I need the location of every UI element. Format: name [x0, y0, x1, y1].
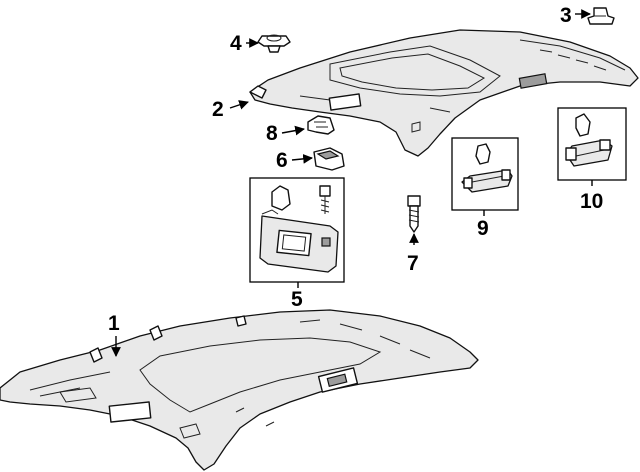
push-pin-4: [257, 34, 291, 53]
callout-2: 2: [212, 98, 224, 121]
callout-3: 3: [560, 4, 572, 27]
retainer-clip-3: [587, 7, 615, 25]
bracket-8: [307, 115, 335, 135]
grab-handle-group-9: [451, 137, 519, 211]
callout-9: 9: [477, 217, 489, 240]
callout-8: 8: [266, 122, 278, 145]
callout-5: 5: [291, 288, 303, 311]
headliner-lower: [0, 309, 479, 471]
clip-6: [313, 147, 345, 171]
sunvisor-group-5: [249, 177, 345, 283]
screw-7: [407, 195, 421, 233]
callout-4: 4: [230, 32, 242, 55]
callout-6: 6: [276, 149, 288, 172]
grab-handle-group-10: [557, 107, 627, 181]
headliner-upper: [249, 29, 639, 157]
callout-7: 7: [407, 252, 419, 275]
callout-1: 1: [108, 312, 120, 335]
callout-10: 10: [580, 190, 603, 213]
